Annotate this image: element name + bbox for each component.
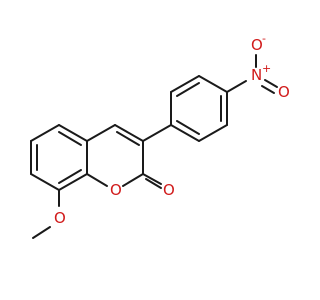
atom-label-n: N bbox=[251, 66, 262, 84]
atom-label-o: O bbox=[278, 83, 290, 101]
charge-label: - bbox=[262, 32, 266, 45]
benzo-ring bbox=[30, 124, 88, 191]
bond bbox=[30, 173, 60, 191]
bond bbox=[86, 173, 108, 187]
bond bbox=[176, 82, 200, 97]
pyranone-ring bbox=[86, 124, 144, 187]
atom-label-o: O bbox=[251, 36, 263, 54]
charge-label: + bbox=[262, 62, 271, 75]
bond bbox=[114, 124, 144, 142]
nitrophenyl-ring bbox=[142, 75, 228, 142]
bond bbox=[176, 120, 200, 135]
bond bbox=[170, 124, 200, 142]
atom-label-o: O bbox=[54, 209, 66, 227]
bond bbox=[58, 131, 82, 146]
bond bbox=[226, 80, 247, 93]
bond bbox=[198, 124, 228, 142]
bond bbox=[198, 75, 228, 93]
bond bbox=[145, 178, 162, 189]
bond bbox=[58, 124, 88, 142]
bond bbox=[116, 131, 140, 146]
bond bbox=[58, 173, 88, 191]
molecule-diagram: O - N + O O O O bbox=[30, 32, 290, 239]
bond bbox=[170, 75, 200, 93]
bond bbox=[264, 79, 278, 88]
bond bbox=[122, 173, 144, 187]
atom-label-o: O bbox=[110, 181, 122, 199]
carbonyl-group bbox=[142, 173, 162, 189]
bond bbox=[142, 173, 162, 185]
bond bbox=[30, 124, 60, 142]
bond bbox=[142, 124, 172, 142]
atom-label-o: O bbox=[163, 181, 175, 199]
bond bbox=[32, 226, 51, 239]
methoxy-group bbox=[32, 189, 60, 239]
bond bbox=[86, 124, 116, 142]
nitro-group bbox=[226, 54, 278, 94]
bond bbox=[58, 169, 82, 184]
bond bbox=[261, 85, 275, 94]
